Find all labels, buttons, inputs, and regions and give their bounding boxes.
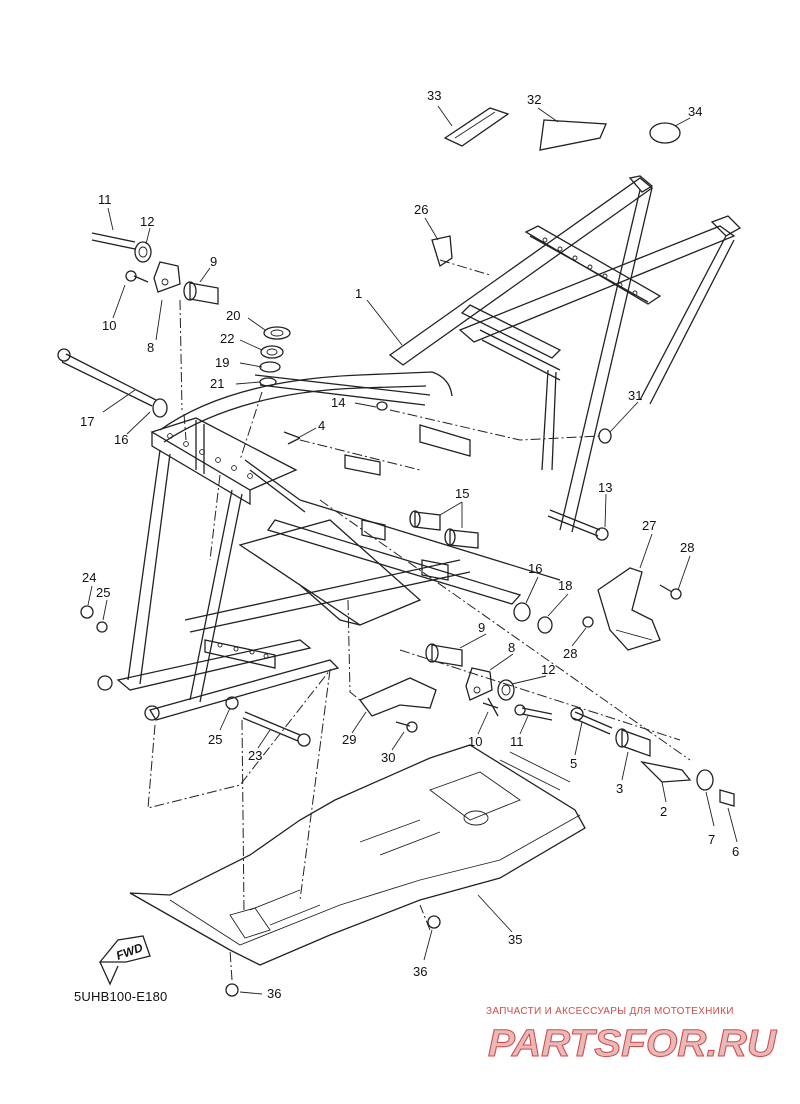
callout-15: 15 xyxy=(455,486,469,501)
fwd-label: FWD xyxy=(114,940,145,963)
callout-4: 4 xyxy=(318,418,325,433)
callout-20: 20 xyxy=(226,308,240,323)
callout-29: 29 xyxy=(342,732,356,747)
skid-plate xyxy=(129,744,586,997)
callout-11: 11 xyxy=(510,734,524,749)
callout-36: 36 xyxy=(267,986,281,1001)
callout-18: 18 xyxy=(558,578,572,593)
watermark-logo: PARTSFOR.RU xyxy=(488,1023,779,1065)
reference-lines xyxy=(147,259,691,981)
callout-1: 1 xyxy=(355,286,362,301)
callout-2: 2 xyxy=(660,804,667,819)
drawing-code: 5UHB100-E180 xyxy=(74,989,168,1004)
callout-10: 10 xyxy=(102,318,116,333)
callout-17: 17 xyxy=(80,414,94,429)
callout-24: 24 xyxy=(82,570,96,585)
callout-22: 22 xyxy=(220,331,234,346)
watermark-logo-text: PARTSFOR.RU xyxy=(488,1023,778,1064)
callout-35: 35 xyxy=(508,932,522,947)
callout-25: 25 xyxy=(208,732,222,747)
watermark-caption: ЗАПЧАСТИ И АКСЕССУАРЫ ДЛЯ МОТОТЕХНИКИ xyxy=(486,1006,734,1017)
callout-7: 7 xyxy=(708,832,715,847)
callout-25: 25 xyxy=(96,585,110,600)
callout-27: 27 xyxy=(642,518,656,533)
callout-leaders xyxy=(87,105,738,995)
callout-14: 14 xyxy=(331,395,345,410)
callout-34: 34 xyxy=(688,104,702,119)
callout-16: 16 xyxy=(114,432,128,447)
callout-9: 9 xyxy=(210,254,217,269)
callout-21: 21 xyxy=(210,376,224,391)
callout-32: 32 xyxy=(527,92,541,107)
callout-28: 28 xyxy=(680,540,694,555)
callout-36: 36 xyxy=(413,964,427,979)
callout-6: 6 xyxy=(732,844,739,859)
callout-3: 3 xyxy=(616,781,623,796)
callout-10: 10 xyxy=(468,734,482,749)
callout-23: 23 xyxy=(248,748,262,763)
callout-33: 33 xyxy=(427,88,441,103)
callout-13: 13 xyxy=(598,480,612,495)
callout-9: 9 xyxy=(478,620,485,635)
callout-12: 12 xyxy=(140,214,154,229)
callout-28: 28 xyxy=(563,646,577,661)
callout-8: 8 xyxy=(508,640,515,655)
callout-labels: 33 32 34 11 12 9 10 8 26 1 20 22 19 21 1… xyxy=(80,88,739,1001)
callout-26: 26 xyxy=(414,202,428,217)
callout-5: 5 xyxy=(570,756,577,771)
callout-19: 19 xyxy=(215,355,229,370)
callout-11: 11 xyxy=(98,192,112,207)
engine-mount-parts xyxy=(57,107,735,807)
callout-30: 30 xyxy=(381,750,395,765)
fwd-arrow: FWD xyxy=(98,935,151,986)
callout-31: 31 xyxy=(628,388,642,403)
callout-12: 12 xyxy=(541,662,555,677)
callout-16: 16 xyxy=(528,561,542,576)
callout-8: 8 xyxy=(147,340,154,355)
main-frame xyxy=(97,175,742,721)
